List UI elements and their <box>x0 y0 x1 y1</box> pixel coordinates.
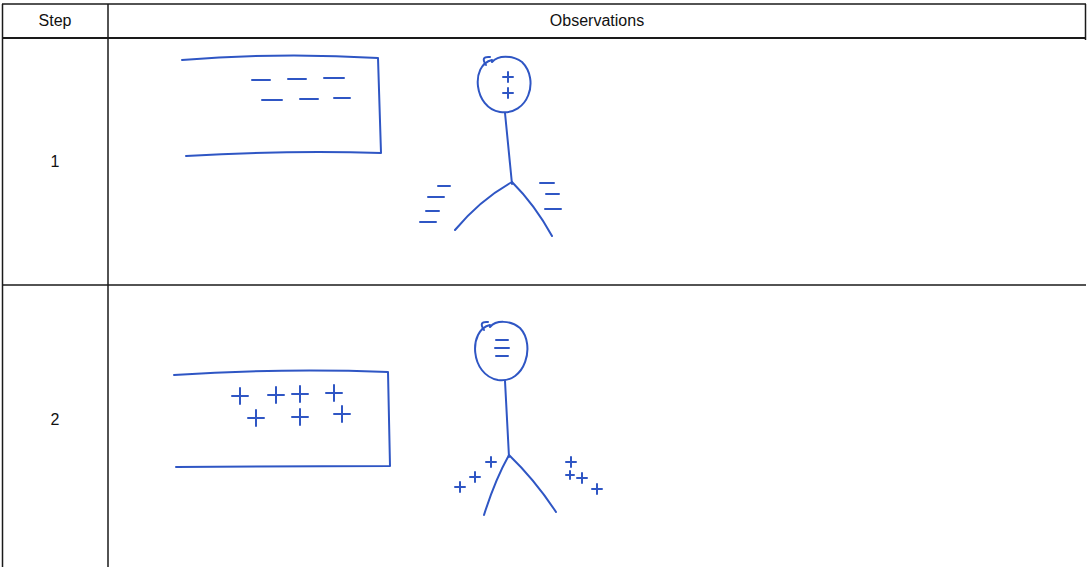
charged-strip <box>174 371 390 467</box>
minus-signs <box>420 183 561 222</box>
figure-head <box>478 57 531 113</box>
charge-sketch <box>174 55 602 515</box>
step-number: 1 <box>51 152 60 171</box>
figure-body <box>505 113 512 184</box>
minus-signs <box>252 78 350 100</box>
table-rule <box>2 284 1086 286</box>
table-rule <box>2 37 1086 39</box>
table-border <box>2 3 1086 5</box>
plus-signs <box>455 457 602 494</box>
table-border <box>2 4 4 567</box>
figure-body <box>505 381 509 457</box>
minus-signs <box>495 340 509 356</box>
plus-signs <box>503 72 513 98</box>
figure-hair <box>484 57 490 65</box>
column-header: Step <box>39 11 72 30</box>
column-header: Observations <box>550 11 644 30</box>
figure-hair <box>482 322 488 330</box>
table-grid <box>2 4 1086 567</box>
table-border <box>1085 4 1087 40</box>
plus-signs <box>232 385 350 426</box>
charged-strip <box>182 55 381 156</box>
figure-head <box>475 322 527 380</box>
step-number: 2 <box>51 410 60 429</box>
table-rule <box>107 4 109 567</box>
figure-legs <box>484 455 556 515</box>
figure-legs <box>455 182 552 236</box>
